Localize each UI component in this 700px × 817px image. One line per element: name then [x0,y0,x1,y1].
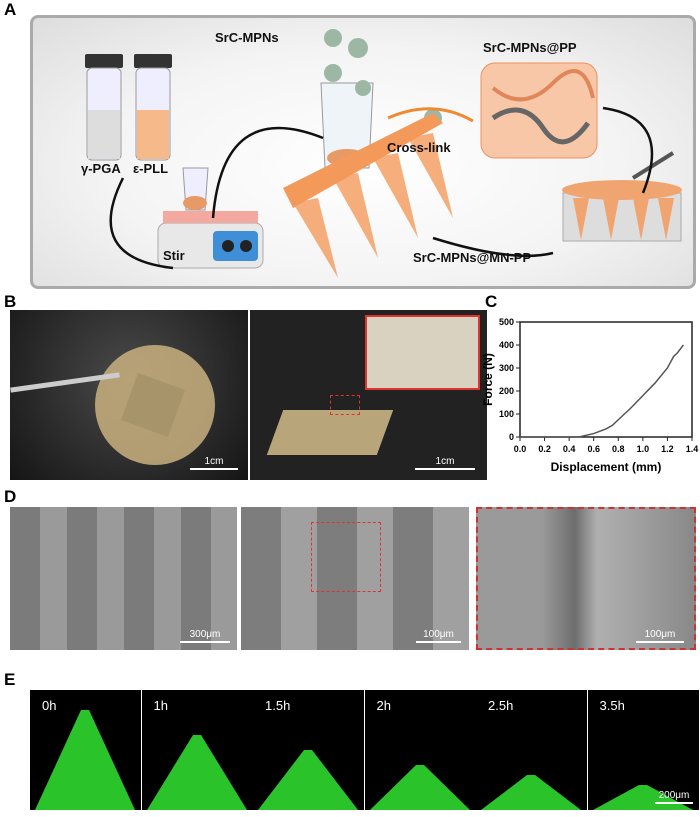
panel-label-b: B [4,292,17,311]
y-tick-label: 200 [499,386,514,396]
microneedle-array-icon [283,113,453,278]
patch-photo: 1cm [10,310,248,480]
label-pga: γ-PGA [81,161,121,176]
fluorescence-image: 1h [141,690,253,810]
sem-image-low: 300μm [10,507,237,650]
fluorescence-image: 2.5h [476,690,587,810]
time-label: 3.5h [599,698,625,713]
x-axis-label: Displacement (mm) [551,460,662,474]
schematic-illustration [85,29,682,278]
scale-bar: 100μm [636,629,684,643]
y-tick-label: 300 [499,363,514,373]
needle-array [266,410,394,455]
label-mnpp: SrC-MPNs@MN-PP [413,250,532,265]
x-tick-label: 1.2 [661,444,674,454]
stirrer-icon [157,167,264,269]
y-tick-label: 0 [509,432,514,442]
x-tick-label: 0.0 [514,444,527,454]
sem-image-mid: 100μm [241,507,469,650]
needle-fluorescence [35,710,135,810]
scale-label: 200μm [658,790,690,801]
crosslink-icon [387,107,474,123]
y-tick-label: 500 [499,317,514,327]
inset-region [330,395,360,415]
scale-label: 1cm [435,456,455,467]
inset-zoom [365,315,480,390]
plot-frame [519,321,693,438]
scale-label: 100μm [644,629,676,640]
y-axis-label: Force (N) [481,353,495,406]
mold-icon [562,151,682,242]
x-tick-label: 0.6 [587,444,600,454]
scale-bar: 1cm [415,456,475,470]
label-pp: SrC-MPNs@PP [483,40,577,55]
arrows-icon [109,106,654,270]
panel-label-c: C [485,292,498,311]
dropper-icon [631,151,675,180]
fluorescence-image: 2h [364,690,476,810]
scale-label: 100μm [423,629,454,640]
y-tick-label: 400 [499,340,514,350]
vial-pga-icon [85,54,123,161]
fluorescence-image: 3.5h [587,690,699,810]
y-tick-label: 100 [499,409,514,419]
needle-fluorescence [369,765,470,810]
scale-bar: 100μm [416,629,461,643]
scale-bar: 300μm [180,629,230,643]
label-stir: Stir [163,248,185,263]
x-tick-label: 0.2 [538,444,551,454]
needle-fluorescence [258,750,358,810]
label-pll: ε-PLL [133,161,169,176]
force-displacement-chart: 0.0 0.2 0.4 0.6 0.8 1.0 1.2 1.4 0 100 200 300 400 500… [481,317,699,474]
schematic-panel: γ-PGA ε-PLL SrC-MPNs Cross-link SrC-MPNs… [30,15,696,289]
hydrogel-icon [480,62,598,159]
time-label: 1h [153,698,168,713]
series-line [520,344,684,438]
scale-bar: 200μm [655,790,693,804]
x-tick-label: 0.8 [612,444,625,454]
scale-label: 1cm [204,456,224,467]
x-tick-label: 1.4 [686,444,699,454]
fluorescence-image: 1.5h [253,690,364,810]
time-label: 0h [42,698,57,713]
vial-pll-icon [134,54,172,161]
label-mpns: SrC-MPNs [215,30,279,45]
zoom-region [311,522,381,592]
fluorescence-image: 0h [30,690,141,810]
panel-label-e: E [4,670,16,689]
time-label: 2.5h [488,698,514,713]
panel-label-d: D [4,487,17,506]
needle-fluorescence [146,735,247,810]
x-tick-label: 1.0 [637,444,650,454]
scale-label: 300μm [189,629,221,640]
panel-label-a: A [4,0,17,19]
label-crosslink: Cross-link [387,140,451,155]
array-photo: 1cm [250,310,487,480]
scale-bar: 1cm [190,456,238,470]
x-tick-label: 0.4 [563,444,576,454]
time-label: 1.5h [265,698,291,713]
needle-fluorescence [481,775,581,810]
sem-image-high: 100μm [476,507,696,650]
time-label: 2h [376,698,391,713]
